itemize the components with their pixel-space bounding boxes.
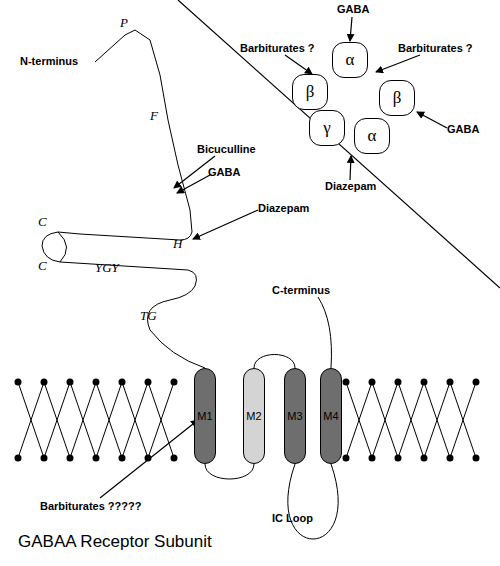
- ligand-label: GABA: [208, 166, 240, 178]
- residue-label: YGY: [95, 260, 119, 276]
- ligand-label: GABA: [337, 3, 369, 15]
- figure-title: GABAA Receptor Subunit: [18, 532, 212, 552]
- drug-label: Bicuculline: [197, 143, 256, 155]
- drug-label: Diazepam: [258, 202, 309, 214]
- drug-label: Barbiturates ?????: [40, 500, 141, 512]
- peptide-chain: [42, 30, 205, 368]
- residue-label: H: [173, 236, 182, 252]
- node-text: M3: [287, 410, 302, 422]
- node-text: α: [346, 50, 355, 70]
- leader-arrows: [100, 17, 447, 498]
- beta-subunit: β: [379, 80, 415, 116]
- transmembrane-helix: M4: [320, 368, 342, 464]
- peptide-loop: [254, 355, 295, 369]
- divider-line: [178, 0, 500, 288]
- ligand-label: GABA: [447, 123, 479, 135]
- disulfide-bond: [58, 232, 67, 262]
- beta-subunit: β: [292, 74, 328, 110]
- drug-label: Barbiturates ?: [398, 42, 473, 54]
- gamma-subunit: γ: [309, 110, 345, 146]
- residue-label: TG: [140, 308, 157, 324]
- peptide-loop: [205, 464, 254, 479]
- node-text: γ: [323, 118, 331, 138]
- terminus-label: N-terminus: [20, 55, 78, 67]
- drug-label: Diazepam: [325, 180, 376, 192]
- node-text: β: [393, 88, 402, 108]
- residue-label: P: [120, 15, 128, 31]
- node-text: M2: [246, 410, 261, 422]
- transmembrane-helix: M3: [284, 368, 306, 464]
- transmembrane-helix: M1: [194, 368, 216, 464]
- residue-label: F: [150, 108, 158, 124]
- terminus-label: C-terminus: [272, 284, 330, 296]
- drug-label: Barbiturates ?: [240, 42, 315, 54]
- c-terminal-tail: [318, 297, 331, 368]
- alpha-subunit: α: [332, 42, 368, 78]
- alpha-subunit: α: [354, 118, 390, 154]
- peptide-loop: [288, 464, 338, 539]
- node-text: α: [368, 126, 377, 146]
- node-text: M4: [323, 410, 338, 422]
- node-text: β: [306, 82, 315, 102]
- residue-label: C: [38, 258, 47, 274]
- node-text: M1: [197, 410, 212, 422]
- residue-label: C: [38, 214, 47, 230]
- loop-label: IC Loop: [272, 512, 313, 524]
- transmembrane-helix: M2: [243, 368, 265, 464]
